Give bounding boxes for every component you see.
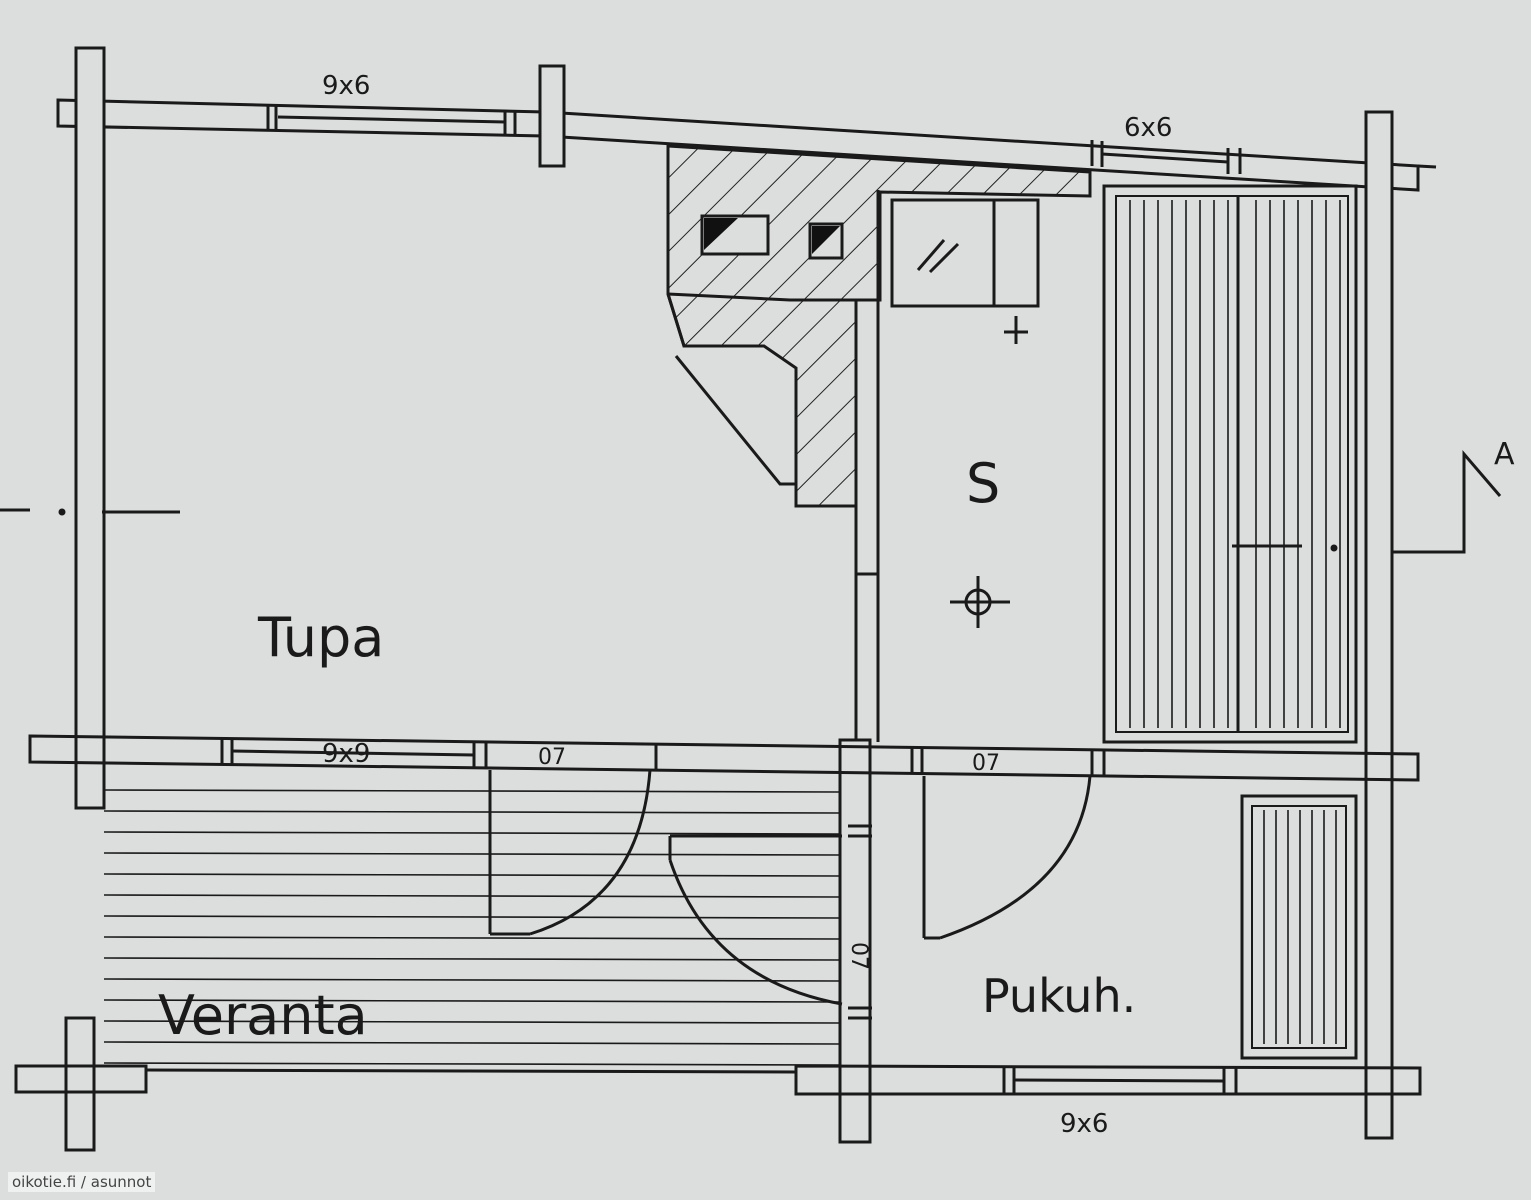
dim-top-right-window: 6x6 xyxy=(1124,113,1172,143)
deck-board xyxy=(103,852,841,856)
dim-bottom-window: 9x6 xyxy=(1060,1109,1108,1139)
section-marker-label: A xyxy=(1494,437,1515,472)
room-label-sauna: S xyxy=(966,452,1000,515)
deck-board xyxy=(103,978,841,982)
sauna-bench xyxy=(1102,184,1358,744)
sauna-heater xyxy=(890,198,1040,344)
veranta-decking xyxy=(103,789,841,1066)
deck-board xyxy=(103,999,841,1003)
room-label-pukuh: Pukuh. xyxy=(982,969,1136,1023)
stove xyxy=(666,144,1092,508)
dim-door-veranta: 07 xyxy=(538,745,566,770)
wall-posts xyxy=(64,46,1394,1152)
dim-door-side: 07 xyxy=(846,942,871,970)
deck-board xyxy=(103,1062,841,1066)
room-label-tupa: Tupa xyxy=(257,606,384,669)
deck-board xyxy=(103,810,841,814)
door-swings xyxy=(488,769,1092,1006)
dim-top-left-window: 9x6 xyxy=(322,71,370,101)
dim-middle-window: 9x9 xyxy=(322,739,370,769)
deck-board xyxy=(103,936,841,940)
deck-board xyxy=(103,894,841,898)
deck-board xyxy=(103,915,841,919)
deck-board xyxy=(103,873,841,877)
watermark: oikotie.fi / asunnot xyxy=(8,1172,156,1192)
deck-board xyxy=(103,789,841,793)
deck-board xyxy=(103,1041,841,1045)
deck-board xyxy=(103,1020,841,1024)
bottom-wall xyxy=(14,1064,1422,1096)
section-marker xyxy=(0,449,1502,554)
deck-board xyxy=(103,831,841,835)
room-label-veranta: Veranta xyxy=(158,984,368,1047)
dressing-bench-slats xyxy=(1263,810,1337,1044)
deck-board xyxy=(103,957,841,961)
dim-door-pukuh: 07 xyxy=(972,751,1000,776)
dressing-room-bench xyxy=(1240,794,1358,1060)
sauna-bench-slats xyxy=(1129,200,1341,728)
middle-wall xyxy=(28,734,1420,782)
light-fixture-icon xyxy=(950,576,1010,628)
